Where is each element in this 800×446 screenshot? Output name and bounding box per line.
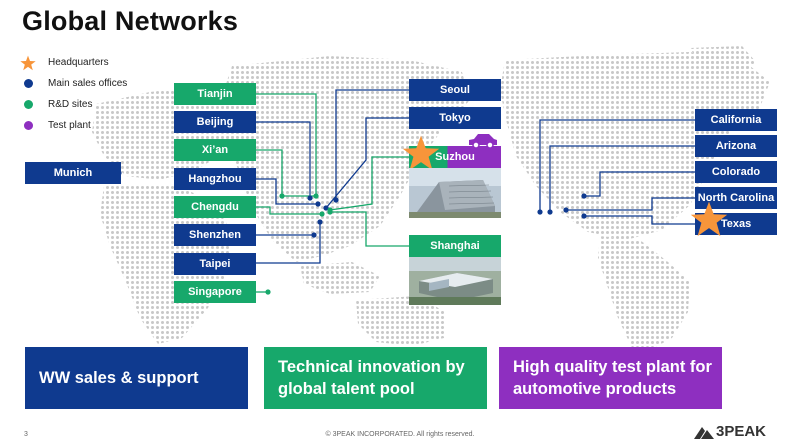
- location-dot: [315, 201, 321, 207]
- band-text-line1: High quality test plant for: [513, 358, 712, 376]
- connector-line: [256, 178, 318, 205]
- copyright-text: © 3PEAK INCORPORATED. All rights reserve…: [325, 431, 475, 438]
- connector-line: [566, 197, 695, 211]
- innovation-band: Technical innovation by global talent po…: [264, 347, 487, 409]
- connector-line: [549, 145, 695, 212]
- star-icon: [402, 135, 440, 171]
- connector-line: [329, 156, 409, 211]
- location-tag-california: California: [695, 109, 777, 131]
- test-plant-band: High quality test plant for automotive p…: [499, 347, 722, 409]
- legend: Headquarters Main sales offices R&D site…: [20, 52, 127, 136]
- navy-dot-icon: [23, 79, 33, 88]
- legend-label: Main sales offices: [48, 78, 128, 89]
- legend-item-headquarters: Headquarters: [20, 52, 127, 73]
- band-text-line1: Technical innovation by: [278, 358, 465, 376]
- connector-line: [256, 222, 321, 264]
- location-dot: [563, 207, 569, 213]
- connector-line: [330, 211, 409, 247]
- connector-line: [584, 215, 695, 225]
- location-dot: [537, 209, 543, 215]
- location-tag-north-carolina: North Carolina: [695, 187, 777, 209]
- band-text: WW sales & support: [39, 369, 199, 387]
- legend-label: R&D sites: [48, 99, 93, 110]
- band-text-line2: global talent pool: [278, 380, 415, 398]
- legend-item-test-plant: Test plant: [20, 115, 127, 136]
- location-dot: [547, 209, 553, 215]
- location-dot: [317, 219, 323, 225]
- location-tag-arizona: Arizona: [695, 135, 777, 157]
- connector-line: [539, 119, 695, 212]
- legend-label: Test plant: [48, 120, 91, 131]
- connector-line: [256, 206, 322, 215]
- location-tag-colorado: Colorado: [695, 161, 777, 183]
- location-dot: [327, 209, 333, 215]
- location-tag-munich: Munich: [25, 162, 121, 184]
- location-tag-beijing: Beijing: [174, 111, 256, 133]
- connector-line: [584, 171, 695, 197]
- location-dot: [319, 211, 325, 217]
- star-icon: [690, 201, 728, 237]
- location-dot: [333, 197, 339, 203]
- page-title: Global Networks: [22, 6, 239, 36]
- connector-line: [256, 149, 316, 197]
- location-dot: [307, 195, 313, 201]
- star-icon: [20, 55, 36, 70]
- location-tag-tianjin: Tianjin: [174, 83, 256, 105]
- company-logo: 3PEAK: [694, 423, 766, 440]
- location-dot: [313, 193, 319, 199]
- legend-label: Headquarters: [48, 57, 109, 68]
- green-dot-icon: [23, 100, 33, 109]
- page-number: 3: [24, 431, 28, 438]
- location-dot: [581, 193, 587, 199]
- connector-line: [256, 121, 311, 198]
- connector-line: [325, 117, 409, 209]
- logo-mark-icon: [694, 426, 714, 439]
- suzhou-building-photo: [409, 168, 501, 218]
- location-tag-singapore: Singapore: [174, 281, 256, 303]
- continents: [92, 46, 770, 350]
- location-dot: [265, 289, 271, 295]
- logo-text: 3PEAK: [716, 423, 767, 440]
- purple-dot-icon: [23, 121, 33, 130]
- sales-support-band: WW sales & support: [25, 347, 248, 409]
- location-tag-hangzhou: Hangzhou: [174, 168, 256, 190]
- connector-line: [256, 93, 317, 196]
- location-dot: [279, 193, 285, 199]
- location-tag-tokyo: Tokyo: [409, 107, 501, 129]
- location-tag-taipei: Taipei: [174, 253, 256, 275]
- location-tag-shenzhen: Shenzhen: [174, 224, 256, 246]
- location-dot: [323, 205, 329, 211]
- location-dot: [581, 213, 587, 219]
- shanghai-campus-photo: [409, 257, 501, 305]
- legend-item-sales-offices: Main sales offices: [20, 73, 127, 94]
- car-icon: [469, 134, 497, 149]
- connector-line: [335, 89, 409, 200]
- location-tag-xian: Xi’an: [174, 139, 256, 161]
- location-dot: [311, 232, 317, 238]
- legend-item-rd-sites: R&D sites: [20, 94, 127, 115]
- location-tag-shanghai: Shanghai: [409, 235, 501, 257]
- location-tag-seoul: Seoul: [409, 79, 501, 101]
- location-tag-chengdu: Chengdu: [174, 196, 256, 218]
- band-text-line2: automotive products: [513, 380, 677, 398]
